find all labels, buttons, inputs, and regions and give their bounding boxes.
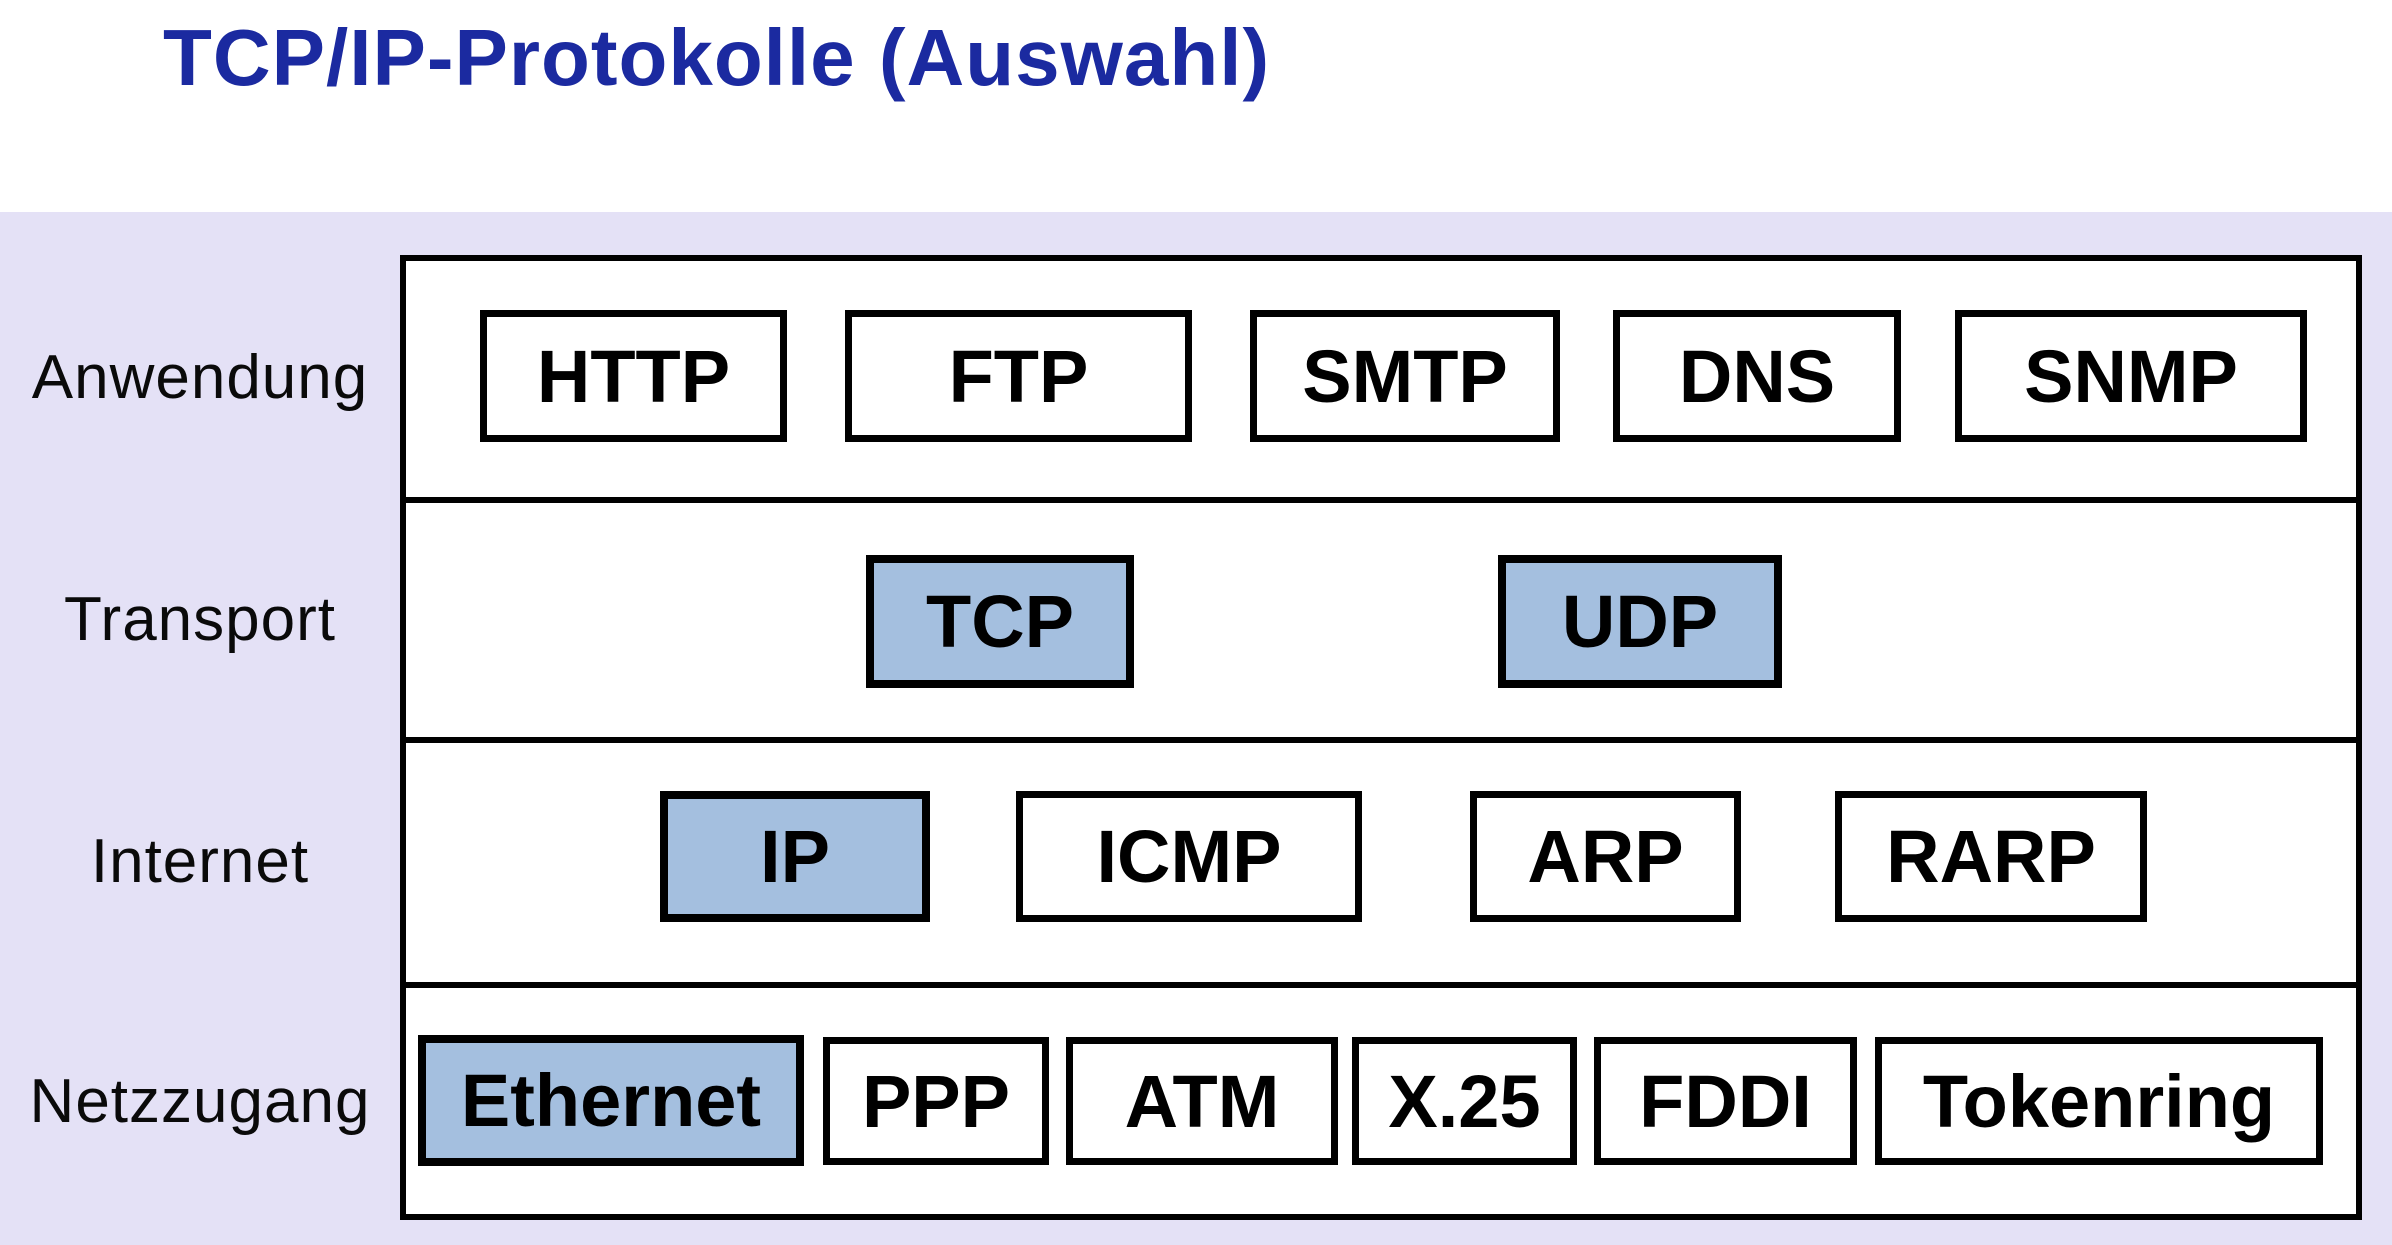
layer-label-netzzugang: Netzzugang: [29, 1067, 371, 1136]
row-separator: [400, 497, 2362, 503]
page-title: TCP/IP-Protokolle (Auswahl): [163, 13, 1271, 102]
protocol-box-ip: IP: [660, 791, 930, 922]
layer-label-transport: Transport: [63, 585, 336, 654]
protocol-box-icmp: ICMP: [1016, 791, 1362, 922]
protocol-box-ppp: PPP: [823, 1037, 1049, 1165]
row-separator: [400, 982, 2362, 988]
protocol-box-udp: UDP: [1498, 555, 1782, 688]
protocol-box-atm: ATM: [1066, 1037, 1338, 1165]
protocol-box-fddi: FDDI: [1594, 1037, 1857, 1165]
protocol-box-arp: ARP: [1470, 791, 1741, 922]
protocol-box-x25: X.25: [1352, 1037, 1577, 1165]
protocol-box-tcp: TCP: [866, 555, 1134, 688]
protocol-box-ftp: FTP: [845, 310, 1192, 442]
protocol-box-dns: DNS: [1613, 310, 1901, 442]
layer-label-anwendung: Anwendung: [31, 343, 369, 412]
protocol-box-smtp: SMTP: [1250, 310, 1560, 442]
layer-label-internet: Internet: [90, 827, 310, 896]
row-separator: [400, 737, 2362, 743]
protocol-box-rarp: RARP: [1835, 791, 2147, 922]
header-band: TCP/IP-Protokolle (Auswahl): [0, 0, 2392, 212]
protocol-box-tokenring: Tokenring: [1875, 1037, 2323, 1165]
protocol-box-snmp: SNMP: [1955, 310, 2307, 442]
protocol-box-http: HTTP: [480, 310, 787, 442]
protocol-box-ethernet: Ethernet: [418, 1035, 804, 1166]
